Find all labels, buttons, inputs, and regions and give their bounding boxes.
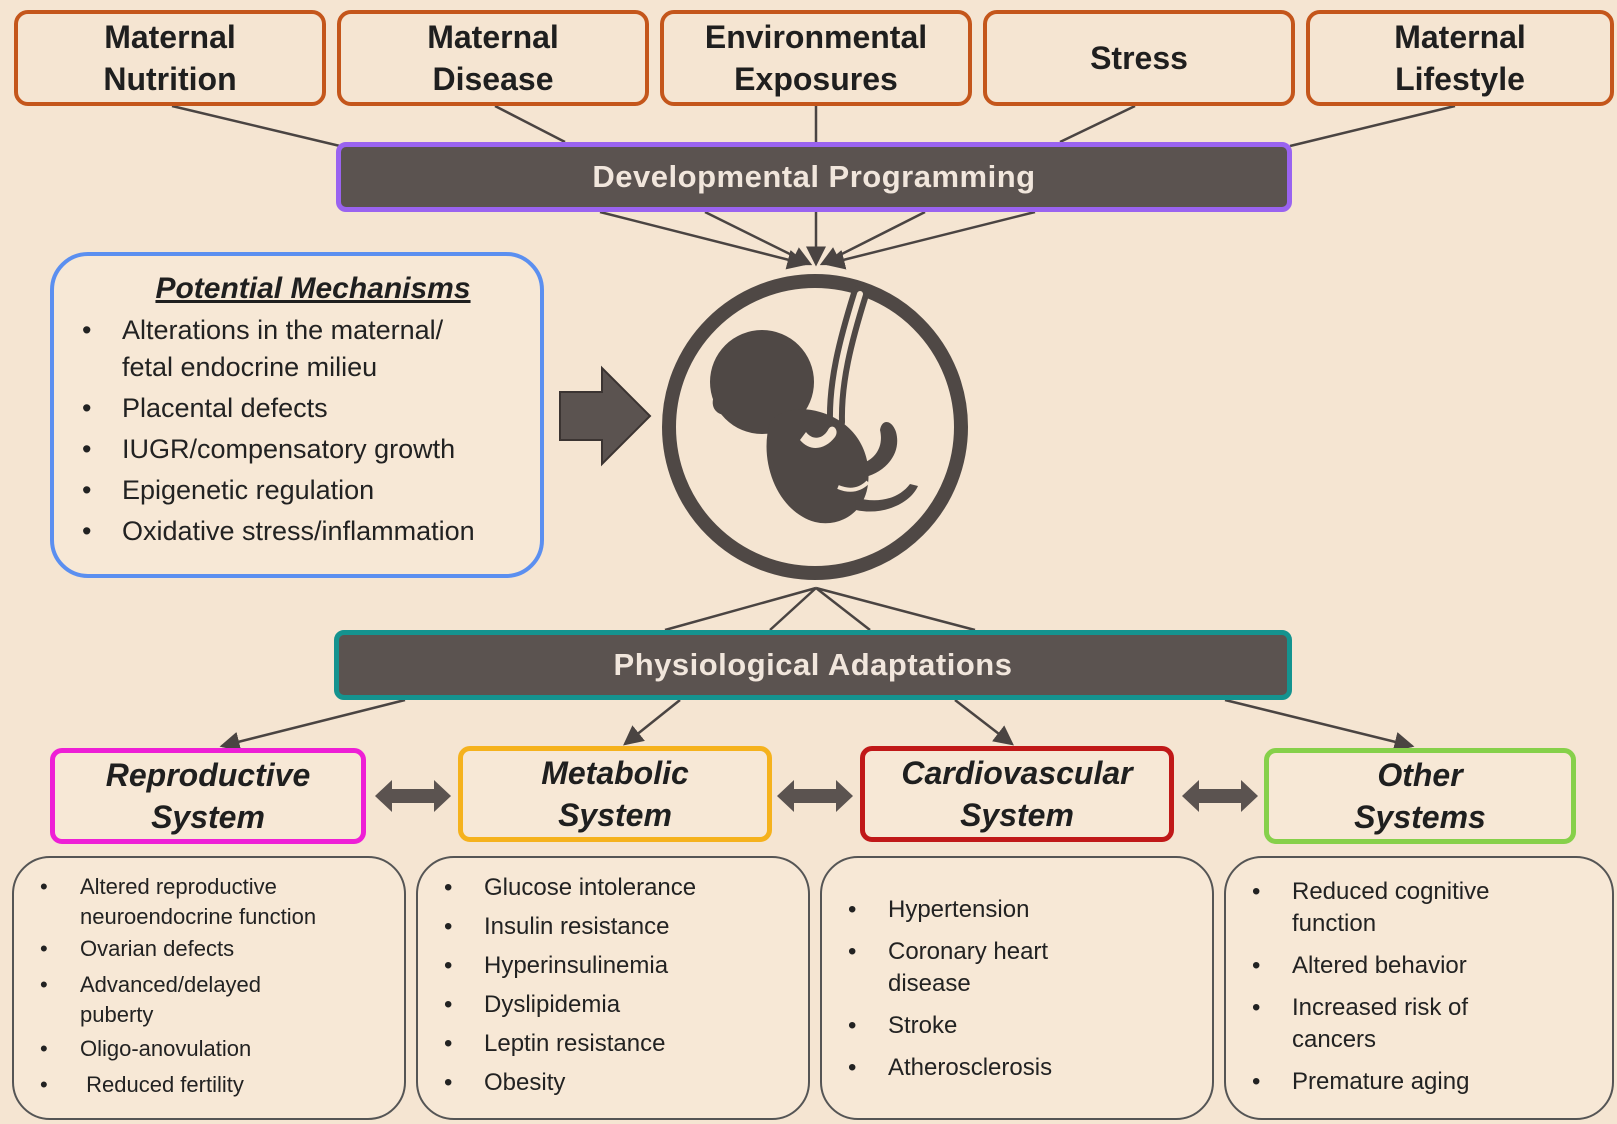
arrow-line: [704, 210, 813, 266]
metabolic-outcomes-box: Glucose intolerance Insulin resistance H…: [416, 856, 810, 1120]
double-arrow: [777, 780, 853, 812]
factor-maternal-nutrition: Maternal Nutrition: [14, 10, 326, 106]
factor-label: Maternal Lifestyle: [1394, 19, 1526, 97]
connector-line: [769, 587, 817, 631]
physiological-adaptations-bar: Physiological Adaptations: [334, 630, 1292, 700]
cardiovascular-outcomes-box: Hypertension Coronary heart disease Stro…: [820, 856, 1214, 1120]
list-item: IUGR/compensatory growth: [74, 431, 522, 468]
double-arrow: [375, 780, 451, 812]
arrow-line: [819, 210, 926, 266]
arrow-line: [219, 698, 406, 752]
factor-maternal-disease: Maternal Disease: [337, 10, 649, 106]
list-item: Atherosclerosis: [840, 1052, 1202, 1084]
other-outcomes-box: Reduced cognitive function Altered behav…: [1224, 856, 1614, 1120]
list-item: Insulin resistance: [436, 911, 798, 943]
factor-label: Environmental Exposures: [704, 19, 928, 97]
list-item: Oligo-anovulation: [32, 1034, 394, 1064]
list-item: Placental defects: [74, 390, 522, 427]
connector-line: [815, 587, 871, 631]
fetus-in-womb-icon: [660, 272, 970, 582]
list-item: Glucose intolerance: [436, 872, 798, 904]
outcomes-list: Glucose intolerance Insulin resistance H…: [436, 872, 798, 1099]
list-item: Coronary heart disease: [840, 936, 1202, 1000]
list-item: Altered reproductive neuroendocrine func…: [32, 872, 394, 932]
list-item: Reduced cognitive function: [1244, 876, 1602, 940]
cardiovascular-system-box: Cardiovascular System: [860, 746, 1174, 842]
list-item: Leptin resistance: [436, 1028, 798, 1060]
other-systems-box: Other Systems: [1264, 748, 1576, 844]
metabolic-system-box: Metabolic System: [458, 746, 772, 842]
system-title: Reproductive System: [105, 757, 311, 835]
outcomes-list: Hypertension Coronary heart disease Stro…: [840, 894, 1202, 1084]
arrow-line: [824, 210, 1036, 270]
list-item: Increased risk of cancers: [1244, 992, 1602, 1056]
list-item: Oxidative stress/inflammation: [74, 513, 522, 550]
mechanisms-list: Alterations in the maternal/ fetal endoc…: [74, 312, 522, 550]
outcomes-list: Reduced cognitive function Altered behav…: [1244, 876, 1602, 1098]
system-title: Cardiovascular System: [901, 755, 1133, 833]
list-item: Premature aging: [1244, 1066, 1602, 1098]
connector-line: [1059, 104, 1136, 144]
list-item: Stroke: [840, 1010, 1202, 1042]
list-item: Ovarian defects: [32, 934, 394, 964]
connector-line: [494, 104, 566, 144]
system-title: Other Systems: [1354, 757, 1486, 835]
list-item: Hyperinsulinemia: [436, 950, 798, 982]
mechanisms-box: Potential Mechanisms Alterations in the …: [50, 252, 544, 578]
connector-line: [1289, 104, 1456, 148]
mechanisms-title: Potential Mechanisms: [155, 272, 471, 305]
reproductive-outcomes-box: Altered reproductive neuroendocrine func…: [12, 856, 406, 1120]
arrow-line: [954, 699, 1014, 746]
list-item: Reduced fertility: [32, 1070, 394, 1100]
list-item: Dyslipidemia: [436, 989, 798, 1021]
connector-line: [815, 586, 976, 632]
developmental-programming-label: Developmental Programming: [592, 159, 1036, 194]
list-item: Hypertension: [840, 894, 1202, 926]
reproductive-system-box: Reproductive System: [50, 748, 366, 844]
outcomes-list: Altered reproductive neuroendocrine func…: [32, 872, 394, 1100]
factor-label: Maternal Disease: [427, 19, 559, 97]
physiological-adaptations-label: Physiological Adaptations: [613, 647, 1013, 682]
arrow-line: [1224, 698, 1415, 752]
arrow-line: [623, 699, 681, 746]
connector-line: [664, 586, 817, 632]
list-item: Obesity: [436, 1067, 798, 1099]
factor-label: Stress: [1090, 40, 1188, 76]
list-item: Alterations in the maternal/ fetal endoc…: [74, 312, 522, 386]
list-item: Epigenetic regulation: [74, 472, 522, 509]
system-title: Metabolic System: [541, 755, 689, 833]
double-arrow: [1182, 780, 1258, 812]
factor-stress: Stress: [983, 10, 1295, 106]
list-item: Advanced/delayed puberty: [32, 970, 394, 1030]
developmental-programming-bar: Developmental Programming: [336, 142, 1292, 212]
arrow-line: [599, 210, 808, 270]
mechanism-arrow: [559, 365, 652, 467]
factor-label: Maternal Nutrition: [103, 19, 237, 97]
factor-environmental-exposures: Environmental Exposures: [660, 10, 972, 106]
list-item: Altered behavior: [1244, 950, 1602, 982]
connector-line: [171, 104, 341, 148]
factor-maternal-lifestyle: Maternal Lifestyle: [1306, 10, 1614, 106]
